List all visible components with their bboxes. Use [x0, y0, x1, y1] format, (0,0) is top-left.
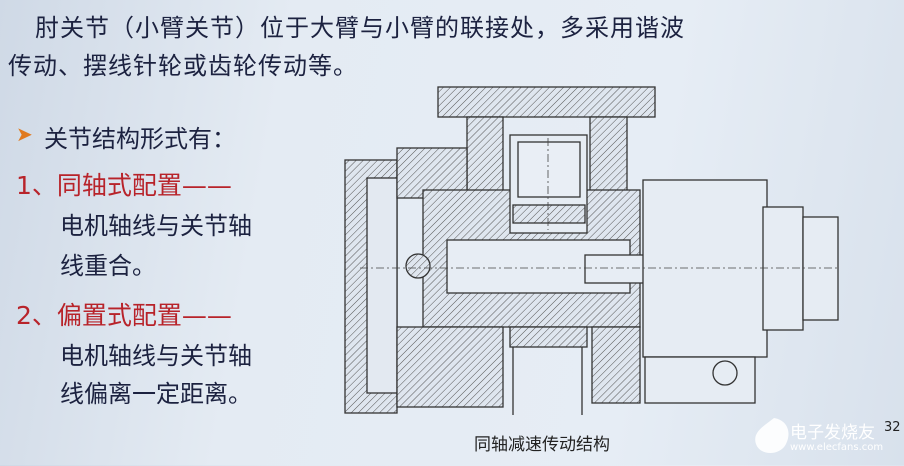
bullet-heading: 关节结构形式有：	[44, 125, 236, 153]
item-1-desc-line-1: 电机轴线与关节轴	[60, 212, 252, 240]
motor-step-2	[802, 216, 839, 321]
bottom-flange-right	[591, 326, 641, 404]
item-2-desc-line-2: 线偏离一定距离。	[60, 380, 252, 408]
lower-box	[644, 356, 756, 404]
bearing-row	[512, 204, 586, 224]
elecfans-logo-icon	[755, 418, 789, 453]
intro-line-1: 肘关节（小臂关节）位于大臂与小臂的联接处，多采用谐波	[35, 14, 685, 42]
motor-shaft	[584, 254, 646, 284]
inner-box-window	[517, 141, 581, 198]
intro-line-2: 传动、摆线针轮或齿轮传动等。	[8, 52, 358, 80]
left-housing-cavity	[366, 177, 398, 394]
item-2-label: 2、偏置式配置——	[16, 301, 232, 330]
page-number: 32	[884, 420, 901, 435]
motor-step-1	[762, 206, 804, 331]
gear	[405, 253, 431, 279]
right-post	[589, 116, 628, 203]
top-flange	[437, 86, 656, 118]
item-1-desc-line-2: 线重合。	[60, 252, 156, 280]
watermark-site: www.elecfans.com	[790, 442, 884, 453]
lower-box-circle	[712, 360, 738, 386]
bullet-arrow-icon: ➤	[16, 122, 33, 146]
motor	[642, 179, 768, 358]
bottom-flange-left	[396, 326, 504, 408]
figure-caption: 同轴减速传动结构	[474, 435, 610, 455]
item-2-desc-line-1: 电机轴线与关节轴	[60, 342, 252, 370]
bottom-plate	[509, 326, 588, 348]
watermark-brand: 电子发烧友	[790, 423, 875, 443]
watermark: 电子发烧友 www.elecfans.com	[752, 412, 883, 466]
item-1-label: 1、同轴式配置——	[16, 171, 232, 200]
